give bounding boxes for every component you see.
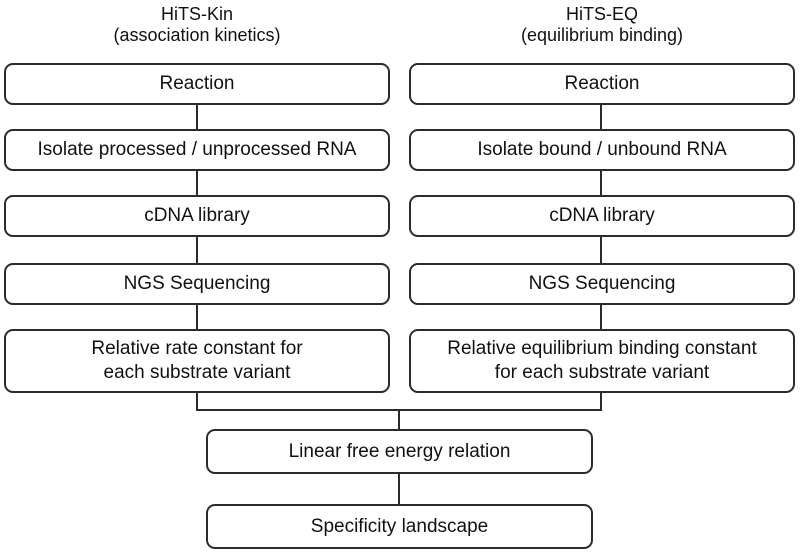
flow-box-label: cDNA library <box>144 205 250 226</box>
flow-box-linear-free-energy: Linear free energy relation <box>206 429 593 474</box>
connector-eq-3 <box>600 237 602 263</box>
connector-eq-2 <box>600 171 602 195</box>
flow-box-label: Reaction <box>159 73 235 94</box>
connector-eq-1 <box>600 105 602 129</box>
connector-kin-1 <box>196 105 198 129</box>
column-title-hits-eq: HiTS-EQ <box>566 4 638 24</box>
flow-box-label: NGS Sequencing <box>123 273 271 294</box>
flow-box-label: cDNA library <box>549 205 655 226</box>
column-title-hits-kin: HiTS-Kin <box>160 4 233 24</box>
column-header-hits-kin: HiTS-Kin (association kinetics) <box>4 4 390 46</box>
flow-box-specificity-landscape: Specificity landscape <box>206 504 593 549</box>
flow-box-label-line1: Relative rate constant for <box>91 338 303 359</box>
connector-merged-1 <box>398 474 400 504</box>
flow-box-label-line1: Relative equilibrium binding constant <box>447 338 757 359</box>
flow-box-kin-ngs-sequencing: NGS Sequencing <box>4 263 390 305</box>
connector-kin-2 <box>196 171 198 195</box>
flow-box-eq-binding-constant: Relative equilibrium binding constant fo… <box>409 329 795 393</box>
flow-box-label: Linear free energy relation <box>288 440 511 462</box>
connector-merge-drop <box>398 411 400 429</box>
flow-box-label: Isolate processed / unprocessed RNA <box>37 139 357 160</box>
flow-box-kin-rate-constant: Relative rate constant for each substrat… <box>4 329 390 393</box>
flow-box-label-line2: each substrate variant <box>103 362 291 383</box>
flow-box-eq-reaction: Reaction <box>409 63 795 105</box>
flow-box-label: Isolate bound / unbound RNA <box>477 139 727 160</box>
flow-box-kin-reaction: Reaction <box>4 63 390 105</box>
flow-box-kin-isolate: Isolate processed / unprocessed RNA <box>4 129 390 171</box>
connector-eq-drop <box>600 393 602 411</box>
column-subtitle-hits-kin: (association kinetics) <box>113 25 281 45</box>
column-header-hits-eq: HiTS-EQ (equilibrium binding) <box>409 4 795 46</box>
flow-box-label-line2: for each substrate variant <box>494 362 710 383</box>
connector-kin-drop <box>196 393 198 411</box>
flow-box-label: NGS Sequencing <box>528 273 676 294</box>
connector-merge-horizontal <box>196 409 602 411</box>
column-subtitle-hits-eq: (equilibrium binding) <box>520 25 684 45</box>
connector-eq-4 <box>600 305 602 329</box>
flow-box-eq-ngs-sequencing: NGS Sequencing <box>409 263 795 305</box>
connector-kin-4 <box>196 305 198 329</box>
flow-box-label: Reaction <box>564 73 640 94</box>
flow-box-kin-cdna-library: cDNA library <box>4 195 390 237</box>
connector-kin-3 <box>196 237 198 263</box>
flow-box-label: Specificity landscape <box>310 515 489 537</box>
flow-box-eq-cdna-library: cDNA library <box>409 195 795 237</box>
flow-box-eq-isolate: Isolate bound / unbound RNA <box>409 129 795 171</box>
